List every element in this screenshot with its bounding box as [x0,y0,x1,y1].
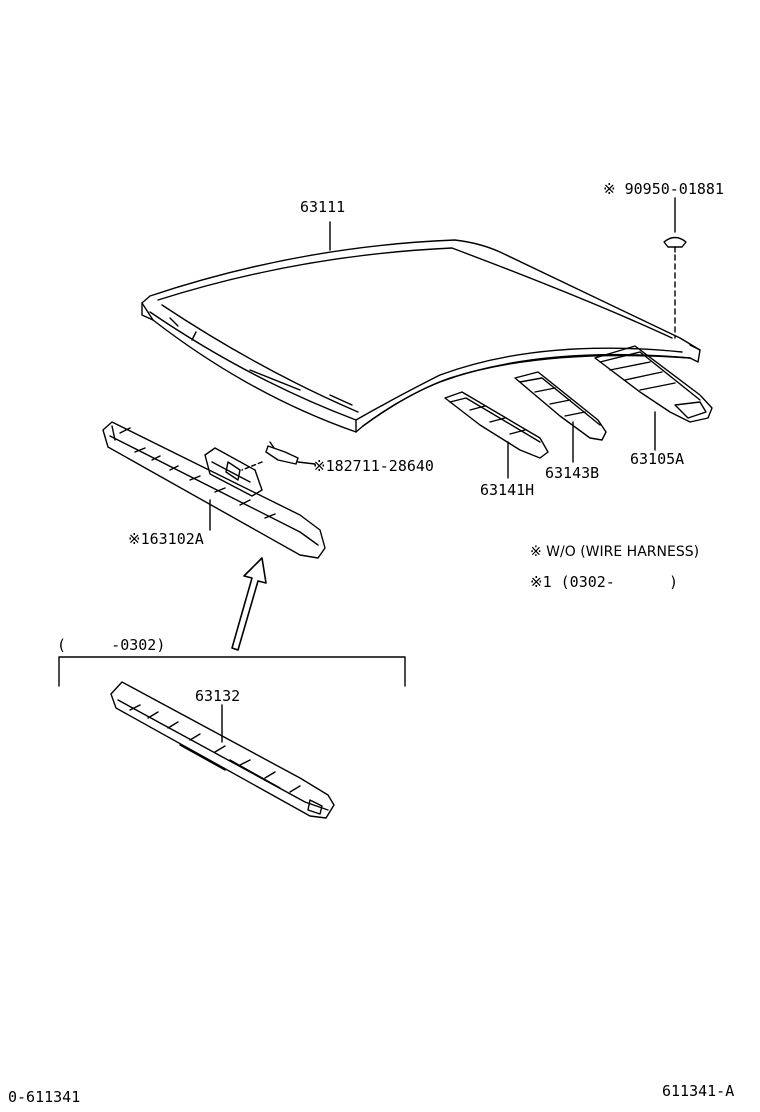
old-part-range-bracket [58,656,406,687]
label-front-header: ※163102A [128,530,204,548]
footer-left-code: 0-611341 [8,1088,81,1106]
front-header-old [110,681,335,819]
label-roof-bow-center: 63143B [545,464,600,482]
header-bracket [265,441,299,465]
header-bracket-leader [297,461,316,465]
label-roof-panel: 63111 [300,198,346,216]
roof-panel [141,239,701,433]
label-roof-bow-rear: 63105A [630,450,685,468]
label-roof-bow-front-mid: 63141H [480,481,535,499]
label-front-header-old: 63132 [195,687,241,705]
footer-right-code: 611341-A [662,1082,735,1100]
replacement-arrow [231,557,267,651]
roof-clip [663,236,687,253]
roof-bow-center [514,371,607,441]
header-bracket-dashed [241,461,263,471]
label-header-bracket: ※182711-28640 [313,457,434,475]
note-without-wire-harness: ※ W/O (WIRE HARNESS) [530,544,700,560]
roof-bow-front-mid [444,391,549,459]
label-old-part-range: ( -0302) [57,636,166,654]
note-from-0302: ※1 (0302- ) [530,573,679,591]
front-header [102,421,326,559]
roof-bow-rear [594,345,713,423]
label-roof-clip: ※ 90950-01881 [603,180,724,198]
